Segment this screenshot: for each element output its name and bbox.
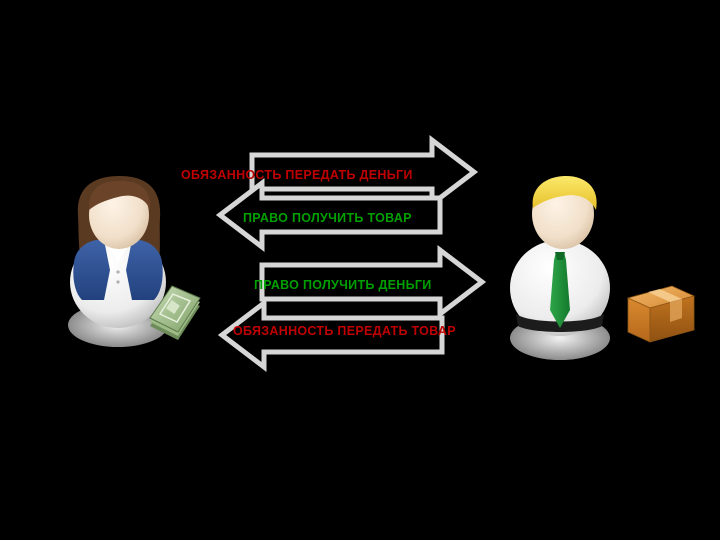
woman-person-icon [68, 176, 168, 347]
arrow-right-money [259, 244, 487, 320]
arrow-obligation-money [249, 134, 479, 210]
seller-obligation-label: ОБЯЗАННОСТЬ ПЕРЕДАТЬ ТОВАР [233, 324, 456, 338]
arrow-obligation-goods [217, 297, 445, 373]
seller-right-label: ПРАВО ПОЛУЧИТЬ ДЕНЬГИ [254, 278, 432, 292]
cardboard-box-icon [626, 285, 696, 343]
arrow-right-goods [215, 177, 443, 253]
buyer-obligation-label: ОБЯЗАННОСТЬ ПЕРЕДАТЬ ДЕНЬГИ [181, 168, 413, 182]
man-person-icon [510, 176, 610, 360]
buyer-right-label: ПРАВО ПОЛУЧИТЬ ТОВАР [243, 211, 412, 225]
cash-stack-icon [149, 285, 201, 340]
